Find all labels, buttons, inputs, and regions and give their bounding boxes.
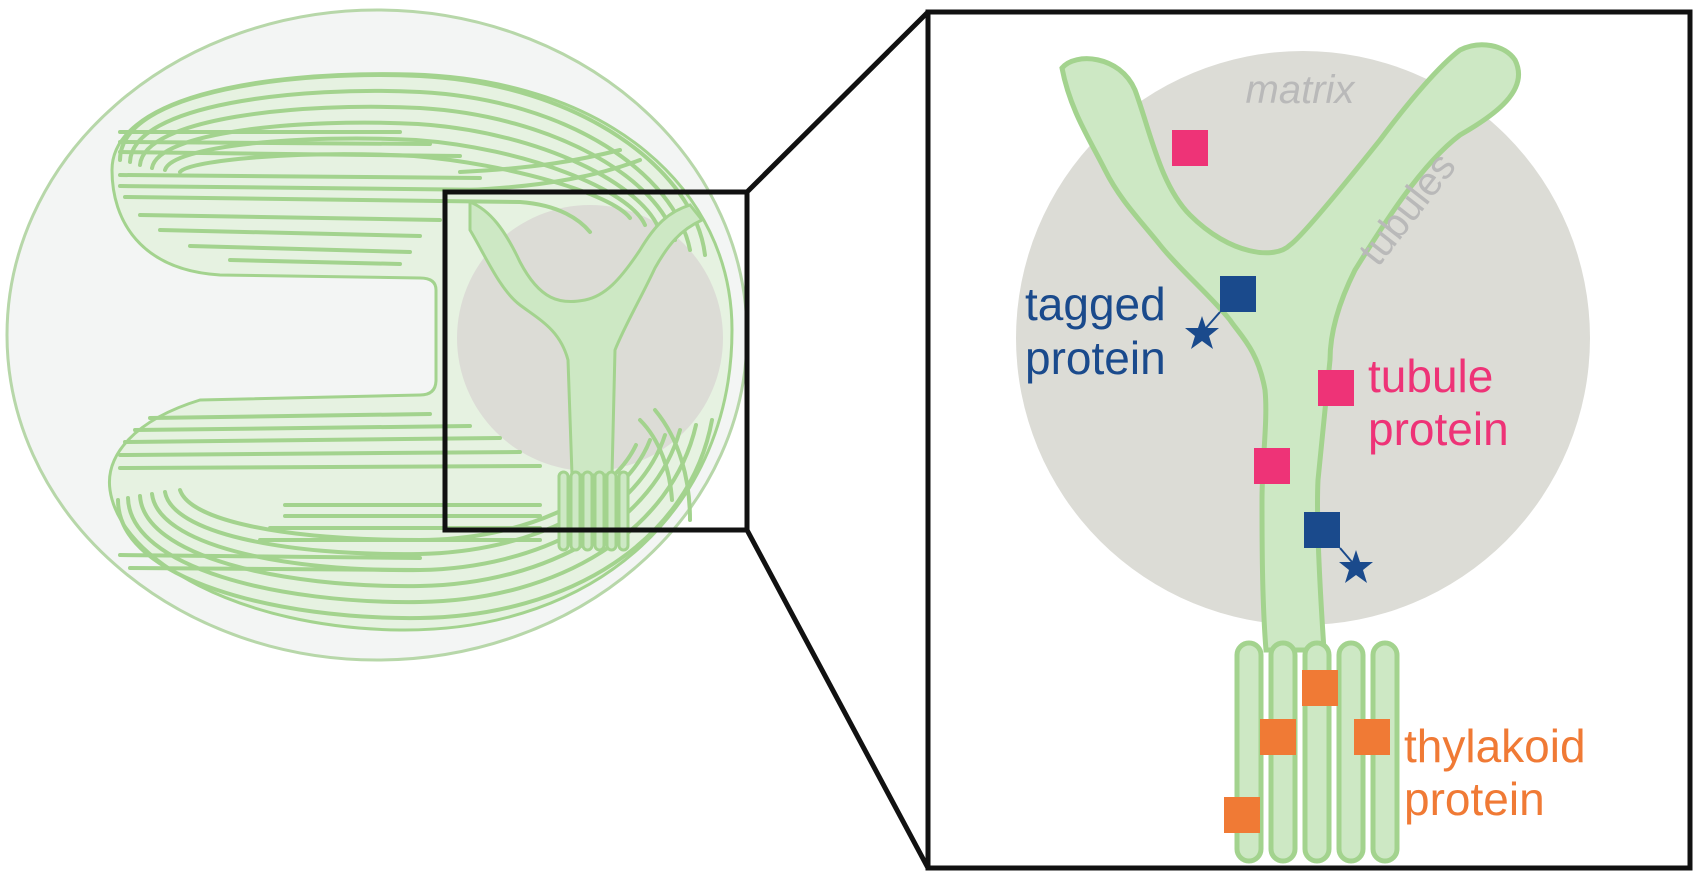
tubule-protein-marker bbox=[1254, 448, 1290, 484]
tubule-proteins bbox=[1172, 130, 1354, 484]
thylakoid-protein-marker bbox=[1260, 719, 1296, 755]
zoomed-inset: matrix tubules bbox=[925, 9, 1693, 871]
thylakoid-protein-marker bbox=[1302, 670, 1338, 706]
thylakoid-protein-marker bbox=[1354, 719, 1390, 755]
thylakoid-proteins bbox=[1224, 670, 1390, 833]
upper-thylakoids bbox=[118, 73, 707, 266]
zoom-region-box bbox=[442, 189, 750, 533]
tagged-protein-marker bbox=[1220, 276, 1256, 312]
thylakoid-protein-label: thylakoid protein bbox=[1404, 720, 1598, 825]
thylakoid-protein-marker bbox=[1224, 797, 1260, 833]
tubule-protein-marker bbox=[1318, 370, 1354, 406]
tubule-protein-marker bbox=[1172, 130, 1208, 166]
tagged-protein-label: tagged protein bbox=[1025, 278, 1178, 384]
zoom-connector-bottom bbox=[744, 528, 931, 870]
chloroplast-overview bbox=[5, 8, 750, 662]
matrix-label: matrix bbox=[1246, 68, 1357, 112]
tagged-protein-marker bbox=[1304, 512, 1340, 548]
zoom-connector-top bbox=[745, 10, 930, 194]
tagged-proteins bbox=[1185, 276, 1373, 583]
star-icon bbox=[1339, 550, 1373, 583]
tubules-small bbox=[468, 199, 705, 477]
thylakoid-stack-small bbox=[557, 470, 630, 552]
star-icon bbox=[1185, 316, 1219, 349]
tubule-protein-label: tubule protein bbox=[1368, 350, 1509, 455]
tubules-large bbox=[1059, 42, 1522, 653]
